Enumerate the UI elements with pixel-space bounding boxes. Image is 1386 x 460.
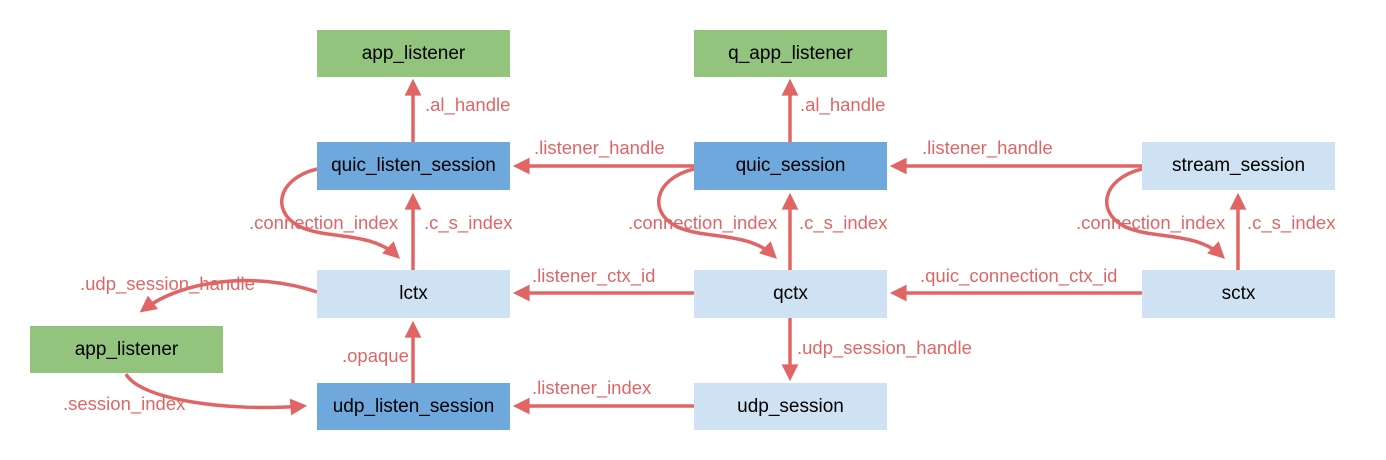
edge-label-c-s-index-2: .c_s_index — [799, 212, 888, 233]
node-app-listener-left: app_listener — [30, 326, 223, 373]
node-quic-listen-session: quic_listen_session — [317, 142, 510, 190]
node-stream-session: stream_session — [1142, 142, 1335, 190]
node-lctx: lctx — [317, 270, 510, 318]
edge-label-connection-index-3: .connection_index — [1076, 212, 1226, 233]
edge-label-udp-session-handle-mid: .udp_session_handle — [797, 337, 972, 358]
edge-label-udp-session-handle-left: .udp_session_handle — [80, 273, 255, 294]
node-app-listener-top: app_listener — [317, 30, 510, 77]
node-udp-listen-session: udp_listen_session — [317, 383, 510, 430]
edge-label-al-handle-right: .al_handle — [800, 94, 886, 115]
node-quic-session: quic_session — [694, 142, 887, 190]
edge-label-connection-index-1: .connection_index — [249, 212, 399, 233]
edge-connection-index-3 — [1105, 167, 1226, 259]
node-q-app-listener: q_app_listener — [694, 30, 887, 77]
node-sctx: sctx — [1142, 270, 1335, 318]
node-udp-session: udp_session — [694, 383, 887, 430]
edge-label-al-handle-left: .al_handle — [425, 94, 511, 115]
node-qctx: qctx — [694, 270, 887, 318]
edge-connection-index-2 — [657, 167, 778, 259]
edge-label-opaque: .opaque — [342, 345, 409, 366]
edge-label-c-s-index-3: .c_s_index — [1247, 212, 1336, 233]
edge-session-index — [124, 373, 308, 416]
edge-label-listener-handle-mid: .listener_handle — [534, 137, 665, 158]
edge-label-listener-handle-right: .listener_handle — [922, 137, 1053, 158]
edge-label-connection-index-2: .connection_index — [628, 212, 778, 233]
edge-label-session-index: .session_index — [63, 393, 186, 414]
edge-label-c-s-index-1: .c_s_index — [424, 212, 513, 233]
edge-connection-index-1 — [280, 167, 401, 259]
edge-label-listener-ctx-id: .listener_ctx_id — [532, 265, 656, 286]
edge-udp-session-handle-left — [139, 278, 318, 313]
edge-label-quic-connection-ctx-id: .quic_connection_ctx_id — [920, 265, 1118, 286]
edge-label-listener-index: .listener_index — [532, 377, 652, 398]
